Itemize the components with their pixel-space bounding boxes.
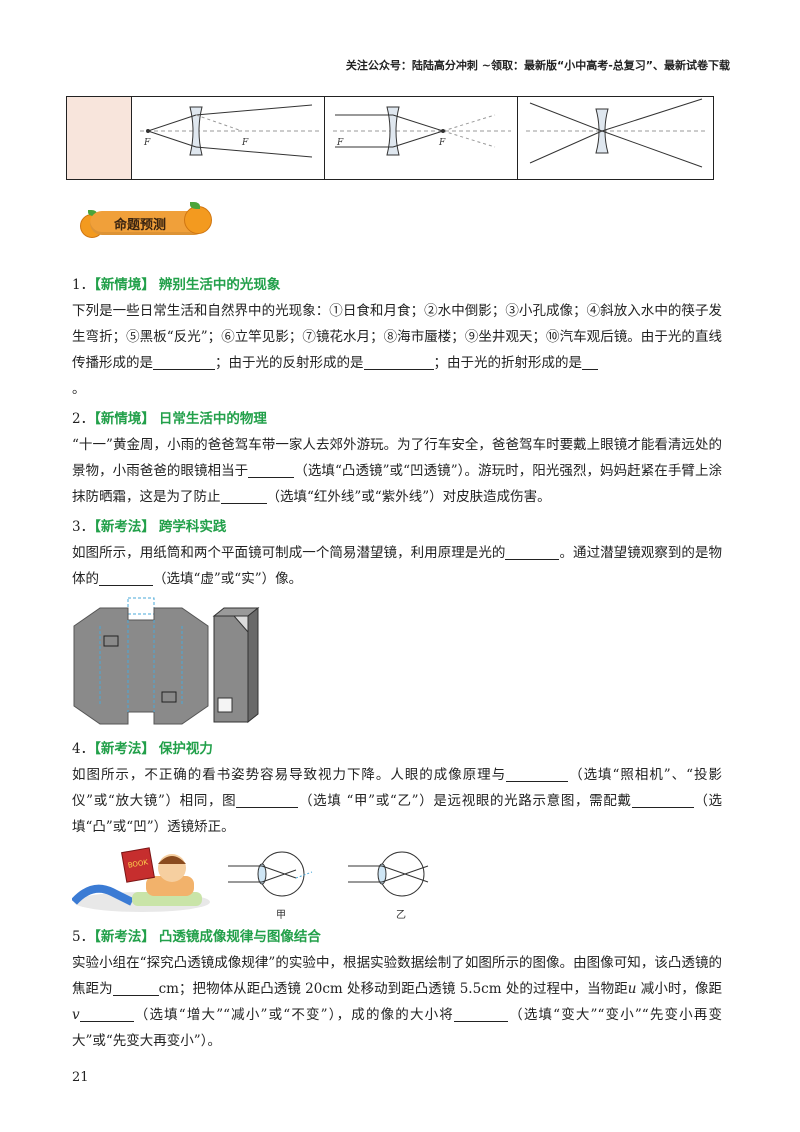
question-text: （选填“增大”“减小”或“不变”），成的像的大小将: [133, 1007, 454, 1023]
lens-diagram-3: [516, 97, 713, 179]
question-text: 如图所示，不正确的看书姿势容易导致视力下降。人眼的成像原理与: [72, 767, 507, 783]
answer-blank[interactable]: [631, 792, 694, 808]
question-topic: 日常生活中的物理: [158, 411, 267, 427]
question-text: （选填“红外线”或“紫外线”）对皮肤造成伤害。: [266, 489, 551, 505]
question-title: 5．【新考法】凸透镜成像规律与图像结合: [72, 924, 722, 950]
question-text: 实验小组在“探究凸透镜成像规律”的实验中，根据实验数据绘制了如图所示的图像。由图…: [72, 955, 722, 997]
question-number: 1．: [72, 277, 95, 293]
question-text: 如图所示，用纸筒和两个平面镜可制成一个简易潜望镜，利用原理是光的: [72, 545, 506, 561]
book-text: BOOK: [127, 858, 149, 869]
question-text: ；由于光的反射形成的是: [215, 355, 364, 371]
question-body: 如图所示，不正确的看书姿势容易导致视力下降。人眼的成像原理与（选填“照相机”、“…: [72, 762, 722, 840]
question-body: 下列是一些日常生活和自然界中的光现象：①日食和月食；②水中倒影；③小孔成像；④斜…: [72, 298, 722, 402]
question-title: 1．【新情境】辨别生活中的光现象: [72, 272, 722, 298]
answer-blank[interactable]: [453, 1006, 508, 1022]
question-text: （选填 “甲”或“乙”）是远视眼的光路示意图，需配戴: [298, 793, 632, 809]
question-body: 实验小组在“探究凸透镜成像规律”的实验中，根据实验数据绘制了如图所示的图像。由图…: [72, 950, 722, 1054]
focus-label: F: [438, 138, 446, 148]
question-text: （选填“凸透镜”或“凹透镜”）。游玩时，阳光强烈，妈妈赶紧在手臂上涂抹防晒霜，这…: [72, 463, 723, 505]
question-topic: 保护视力: [158, 741, 213, 757]
variable-v: v: [72, 1007, 80, 1023]
question-topic: 凸透镜成像规律与图像结合: [158, 929, 321, 945]
answer-blank[interactable]: [505, 544, 560, 560]
focus-label: F: [336, 138, 344, 148]
question-text: 减小时，像距: [636, 981, 722, 997]
answer-blank[interactable]: [79, 1006, 134, 1022]
focus-label: F: [143, 138, 151, 148]
lens-diagram-2: F F: [324, 97, 516, 179]
question-text: （选填“凸”或“凹”）透镜矫正。: [72, 793, 722, 835]
lens-diagram-table: F F F F: [66, 96, 714, 180]
question-title: 3．【新考法】跨学科实践: [72, 514, 722, 540]
question-number: 4．: [72, 741, 95, 757]
figure-label-jia: 甲: [276, 910, 286, 921]
question-text: “十一”黄金周，小雨的爸爸驾车带一家人去郊外游玩。为了行车安全，爸爸驾车时要戴上…: [72, 437, 722, 479]
answer-blank[interactable]: [112, 980, 159, 996]
orange-icon: [184, 206, 212, 234]
answer-blank[interactable]: [363, 354, 434, 370]
question-number: 3．: [72, 519, 95, 535]
question-body: 如图所示，用纸筒和两个平面镜可制成一个简易潜望镜，利用原理是光的。通过潜望镜观察…: [72, 540, 722, 592]
question-text: cm；把物体从距凸透镜 20cm 处移动到距凸透镜 5.5cm 处的过程中，当物…: [158, 981, 628, 997]
question-text: 下列是一些日常生活和自然界中的光现象：①日食和月食；②水中倒影；③小孔成像；④斜…: [72, 303, 722, 371]
question-tag: 【新考法】: [94, 519, 155, 535]
question-tag: 【新情境】: [94, 411, 155, 427]
question-topic: 辨别生活中的光现象: [158, 277, 281, 293]
question-text: 。: [72, 381, 86, 397]
header-note: 关注公众号：陆陆高分冲刺 ~领取：最新版“小中高考-总复习”、最新试卷下载: [345, 59, 730, 72]
question-tag: 【新考法】: [94, 741, 155, 757]
badge-label: 命题预测: [114, 218, 167, 233]
answer-blank[interactable]: [99, 570, 153, 586]
question-tag: 【新考法】: [94, 929, 155, 945]
leaf-icon: [190, 202, 200, 209]
page-number: 21: [72, 1070, 89, 1085]
question-title: 4．【新考法】保护视力: [72, 736, 722, 762]
question-tag: 【新情境】: [94, 277, 155, 293]
lens-diagram-1: F F: [130, 97, 324, 179]
section-badge: 命题预测: [78, 202, 212, 242]
question-text: 。通过潜望镜观察到的是物体的: [72, 545, 722, 587]
eye-figure: BOOK 甲 乙: [72, 840, 722, 921]
table-label-cell: [67, 97, 131, 179]
leaf-icon: [88, 210, 97, 216]
question-text: （选填“照相机”、“投影仪”或“放大镜”）相同，图: [72, 767, 722, 809]
question-text: （选填“变大”“变小”“先变小再变大”或“先变大再变小”）。: [72, 1007, 722, 1049]
question-title: 2．【新情境】日常生活中的物理: [72, 406, 722, 432]
focus-label: F: [241, 138, 249, 148]
answer-blank[interactable]: [220, 488, 267, 504]
variable-u: u: [627, 981, 637, 997]
question-body: “十一”黄金周，小雨的爸爸驾车带一家人去郊外游玩。为了行车安全，爸爸驾车时要戴上…: [72, 432, 722, 510]
answer-blank[interactable]: [506, 766, 569, 782]
answer-blank[interactable]: [236, 792, 299, 808]
question-number: 5．: [72, 929, 95, 945]
periscope-figure: [72, 592, 722, 732]
answer-blank[interactable]: [582, 354, 598, 370]
question-list: 1．【新情境】辨别生活中的光现象 下列是一些日常生活和自然界中的光现象：①日食和…: [72, 268, 722, 1054]
question-text: ；由于光的折射形成的是: [433, 355, 583, 371]
question-number: 2．: [72, 411, 95, 427]
question-topic: 跨学科实践: [158, 519, 227, 535]
question-text: （选填“虚”或“实”）像。: [153, 571, 303, 587]
answer-blank[interactable]: [248, 462, 295, 478]
figure-label-yi: 乙: [396, 909, 406, 921]
answer-blank[interactable]: [153, 354, 215, 370]
